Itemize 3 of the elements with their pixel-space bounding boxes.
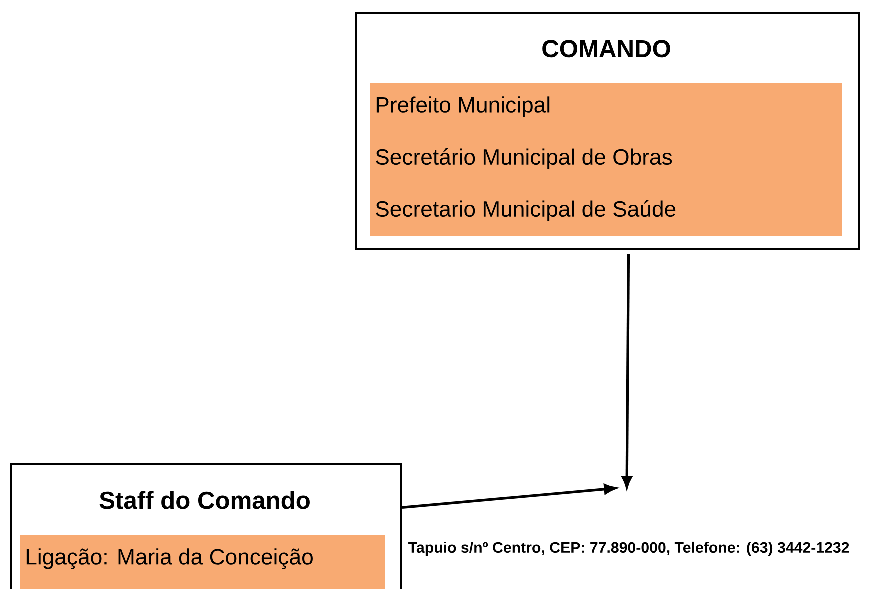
role-band: Ligação: Maria da Conceição bbox=[20, 535, 386, 589]
address-text: Tapuio s/nº Centro, CEP: 77.890-000, Telefone: (63) 3442-1232 bbox=[408, 542, 850, 556]
role-band: Prefeito Municipal Secretário Municipal de Obras Secretario Municipal de Saúde bbox=[370, 83, 842, 236]
